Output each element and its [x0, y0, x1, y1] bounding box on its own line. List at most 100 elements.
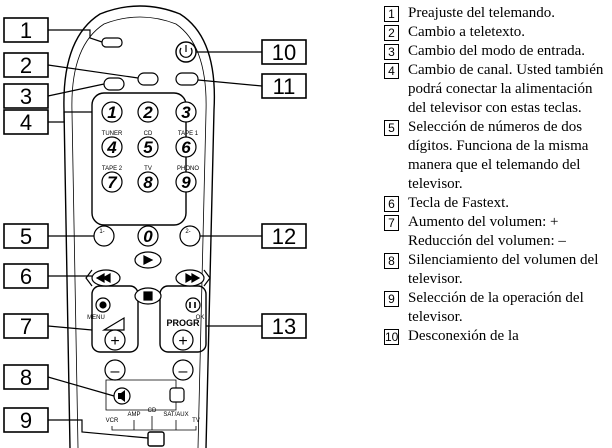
- label-tape1: TAPE 1: [178, 131, 199, 137]
- mute-icon: [118, 390, 125, 402]
- legend-text: Cambio del modo de entrada.: [408, 43, 586, 59]
- teletext-button[interactable]: [137, 72, 159, 86]
- callout-leaders: [47, 29, 263, 439]
- fastforward-icon: [185, 272, 201, 284]
- legend-text: Silenciamiento del volumen del televisor…: [408, 252, 599, 287]
- key-label-2-dash: 2-: [185, 229, 190, 235]
- volume-down-button[interactable]: [104, 359, 126, 381]
- right-chevron-icon: [203, 269, 211, 287]
- legend-num: 1: [384, 6, 399, 22]
- ok-button[interactable]: [185, 297, 201, 313]
- callout-number: 8: [20, 365, 32, 390]
- input-mode-button[interactable]: [103, 77, 125, 91]
- rocker-signs: + – + –: [110, 333, 187, 380]
- rockers: [101, 316, 194, 381]
- legend-text: Cambio de canal. Usted también podrá con…: [408, 62, 604, 116]
- callout-13: [261, 313, 307, 339]
- key-5[interactable]: [137, 136, 159, 158]
- pause-icon: [189, 302, 196, 308]
- callout-number: 7: [20, 314, 32, 339]
- key-7[interactable]: [101, 171, 123, 193]
- callout-number: 6: [20, 264, 32, 289]
- label-progr: PROGR: [166, 318, 200, 328]
- legend-num: 2: [384, 25, 399, 41]
- key-3[interactable]: [175, 101, 197, 123]
- callout-7: [3, 313, 49, 339]
- preset-switch[interactable]: [101, 37, 123, 48]
- legend-list: 1 Preajuste del telemando. 2 Cambio a tele…: [384, 4, 610, 346]
- label-cd: CD: [144, 131, 153, 137]
- selector-switch[interactable]: [147, 431, 165, 447]
- key-label-8: 8: [143, 173, 153, 192]
- callout-10: [261, 39, 307, 65]
- key-0[interactable]: [137, 225, 159, 247]
- fastext-cluster: [85, 251, 211, 313]
- key-label-0: 0: [143, 227, 153, 246]
- key-label-3: 3: [181, 103, 191, 122]
- volume-up-button[interactable]: [104, 329, 126, 351]
- callout-number: 5: [20, 224, 32, 249]
- key-label-5: 5: [143, 138, 153, 157]
- key-2[interactable]: [137, 101, 159, 123]
- legend-text: Desconexión de la: [408, 328, 519, 344]
- button-11[interactable]: [175, 72, 199, 86]
- legend-num: 3: [384, 44, 399, 60]
- selector-vcr: VCR: [106, 418, 119, 424]
- legend-item: 2 Cambio a teletexto.: [384, 23, 610, 42]
- legend-item: 8 Silenciamiento del volumen del televiso…: [384, 251, 610, 289]
- program-plus-sign: +: [178, 333, 187, 350]
- volume-plus-sign: +: [110, 333, 119, 350]
- callout-number: 13: [272, 314, 296, 339]
- callout-1: [3, 17, 49, 43]
- key-9[interactable]: [175, 171, 197, 193]
- key-8[interactable]: [137, 171, 159, 193]
- legend-text: Aumento del volumen: + Reducción del vol…: [408, 214, 566, 249]
- callout-4: [3, 109, 49, 135]
- numeric-keypad: [93, 101, 201, 247]
- keypad-labels: 1 2 3 4 5 6 7 8 9 0 1- 2- TUNER CD TAPE …: [99, 103, 199, 246]
- mute-area: [113, 387, 185, 405]
- callout-9: [3, 407, 49, 433]
- selector-amp: AMP: [127, 412, 140, 418]
- legend-text: Preajuste del telemando.: [408, 5, 556, 21]
- label-tv: TV: [144, 166, 152, 172]
- program-down-button[interactable]: [172, 359, 194, 381]
- top-buttons: [101, 37, 199, 91]
- program-up-button[interactable]: [172, 329, 194, 351]
- power-icon: [179, 45, 193, 58]
- key-label-7: 7: [107, 173, 118, 192]
- remote-body: [63, 5, 216, 448]
- left-chevron-icon: [85, 269, 93, 287]
- selector-sataux: SAT/AUX: [163, 412, 188, 418]
- legend-num: 4: [384, 63, 399, 79]
- callout-number: 11: [273, 74, 296, 99]
- key-4[interactable]: [101, 136, 123, 158]
- operation-selector: AMP CD SAT/AUX VCR TV: [106, 408, 200, 447]
- key-label-6: 6: [181, 138, 191, 157]
- legend-num: 8: [384, 253, 399, 269]
- key-label-1-dash: 1-: [99, 229, 104, 235]
- legend-text: Tecla de Fastext.: [408, 195, 509, 211]
- callout-3: [3, 83, 49, 109]
- callout-numbers: 1 2 3 4 5 6 7 8 9 10 11 12 13: [20, 18, 296, 433]
- key-label-1: 1: [107, 103, 116, 122]
- key-6[interactable]: [175, 136, 197, 158]
- remote-control-figure: 1 2 3 4 5 6 7 8 9 0 1- 2- TUNER CD TAPE …: [3, 5, 307, 448]
- label-tuner: TUNER: [102, 131, 123, 137]
- callout-6: [3, 263, 49, 289]
- callout-12: [261, 223, 307, 249]
- key-1[interactable]: [101, 101, 123, 123]
- callout-8: [3, 364, 49, 390]
- aux-button[interactable]: [169, 387, 185, 403]
- label-phono: PHONO: [177, 166, 199, 172]
- legend-text: Cambio a teletexto.: [408, 24, 526, 40]
- selector-cd: CD: [148, 408, 157, 414]
- selector-tv: TV: [192, 418, 200, 424]
- callout-number: 12: [272, 224, 296, 249]
- callout-number: 1: [20, 18, 32, 43]
- callout-number: 9: [20, 408, 32, 433]
